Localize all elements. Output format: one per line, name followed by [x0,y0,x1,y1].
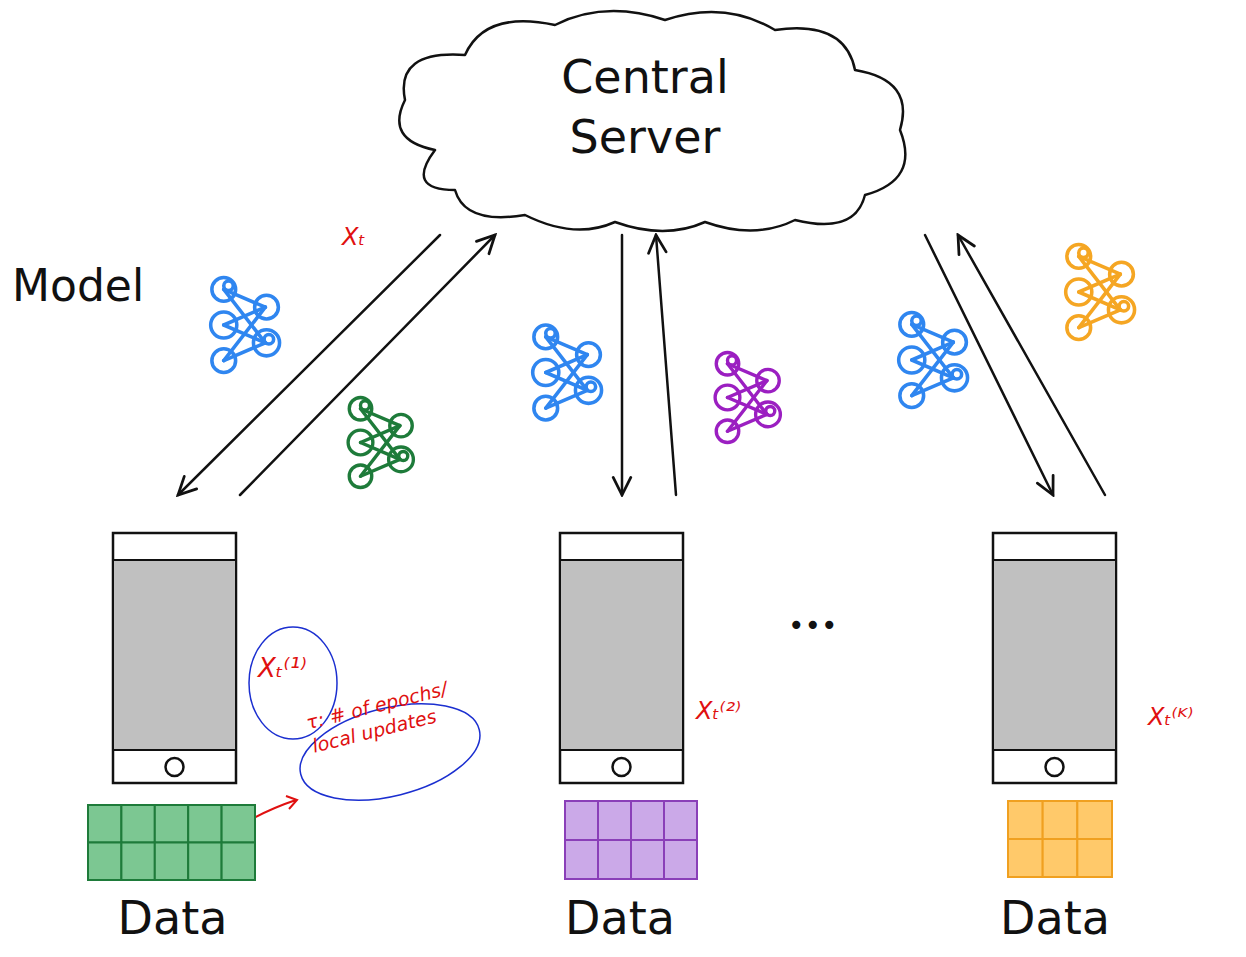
model-icon [1066,245,1135,340]
model-transfer-arrow [621,235,624,495]
annotation-arrow [250,796,297,820]
annotation-note: Xₜ [342,222,366,252]
cloud-shape [399,11,905,231]
server-label: Central Server [515,48,775,168]
phone-symbol [113,533,236,783]
model-transfer-arrow [240,235,495,495]
data-label: Data [965,893,1145,944]
ellipsis-mark: ••• [788,608,838,643]
model-icon [211,278,280,373]
model-transfer-arrow [178,235,440,495]
data-grid [88,805,255,880]
model-label: Model [12,258,144,313]
phone-symbol [560,533,683,783]
annotation-note: Xₜ⁽¹⁾ [258,652,307,685]
model-transfer-arrow [925,235,1053,495]
phone-outline [965,495,1145,953]
data-label: Data [530,893,710,944]
client-device: Data [85,495,260,953]
model-icon [899,313,968,408]
model-icon [715,353,780,443]
client-device: Data [965,495,1145,953]
annotation-note: τ: # of epochs/ local updates [304,676,461,758]
model-transfer-arrow [656,235,676,495]
phone-outline [85,495,260,953]
data-grid [565,801,697,879]
model-transfer-arrow [958,235,1105,495]
data-grid [1008,801,1112,877]
client-device: Data [530,495,710,953]
server-cloud: Central Server [375,0,975,235]
phone-outline [530,495,710,953]
model-icon [348,398,413,488]
annotation-note: Xₜ⁽ᴷ⁾ [1148,702,1193,732]
annotation-note: Xₜ⁽²⁾ [696,696,741,726]
phone-symbol [993,533,1116,783]
data-label: Data [85,893,260,944]
model-icon [533,325,602,420]
